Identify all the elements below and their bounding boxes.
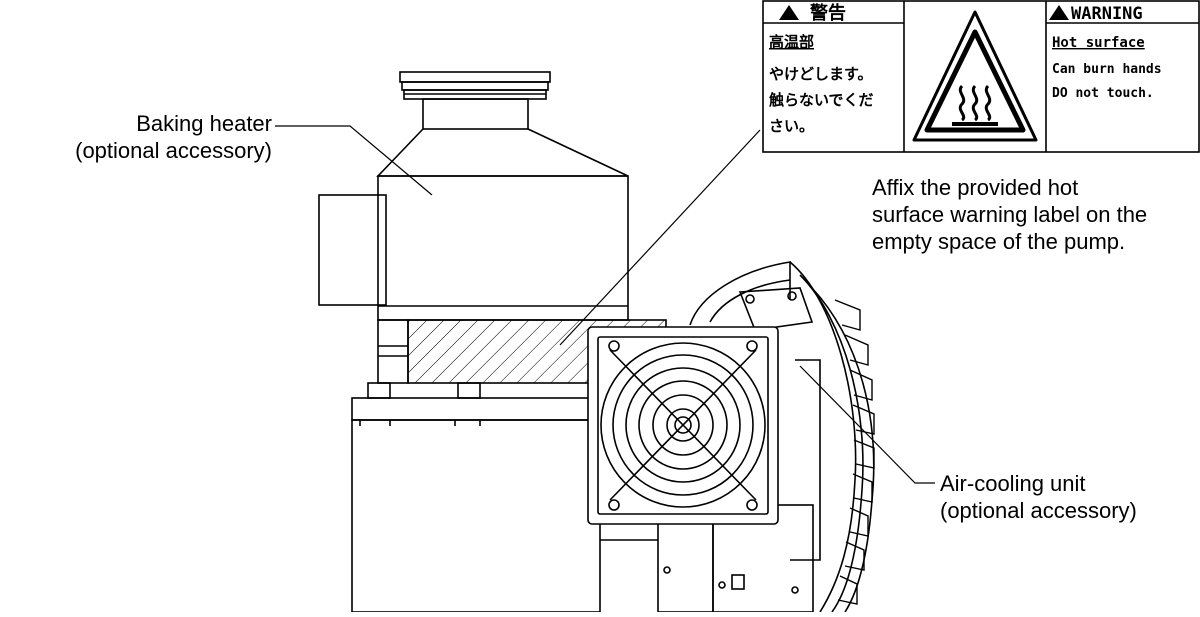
affix-note-line-2: surface warning label on the <box>872 202 1148 227</box>
en-warning-line-2: DO not touch. <box>1052 86 1154 101</box>
warning-triangle-icon <box>1049 5 1069 20</box>
air-cooling-label: Air-cooling unit <box>940 471 1086 496</box>
en-hot-surface-title: Hot surface <box>1052 35 1145 51</box>
hot-surface-icon <box>912 10 1038 142</box>
baking-heater-sublabel: (optional accessory) <box>75 138 272 163</box>
en-warning-line-1: Can burn hands <box>1052 62 1162 77</box>
baking-heater-label: Baking heater <box>136 111 272 136</box>
baking-heater-callout: Baking heater (optional accessory) <box>0 110 272 164</box>
cooling-fins <box>834 299 875 605</box>
fan-unit <box>587 326 779 525</box>
hot-surface-warning-label: 警告 高温部 やけどします。 触らないでくだ さい。 WARNING Hot s… <box>762 0 1200 153</box>
jp-warning-line-1: やけどします。 <box>769 65 873 83</box>
jp-warning-line-2: 触らないでくだ <box>769 91 874 109</box>
affix-label-note: Affix the provided hot surface warning l… <box>872 174 1147 255</box>
jp-warning-header: 警告 <box>810 2 846 24</box>
affix-note-line-1: Affix the provided hot <box>872 175 1079 200</box>
jp-hot-surface-title: 高温部 <box>769 33 814 51</box>
jp-warning-line-3: さい。 <box>769 117 814 135</box>
air-cooling-sublabel: (optional accessory) <box>940 498 1137 523</box>
warning-triangle-icon <box>779 5 799 20</box>
air-cooling-callout: Air-cooling unit (optional accessory) <box>940 470 1137 524</box>
affix-note-line-3: empty space of the pump. <box>872 229 1126 254</box>
en-warning-header: WARNING <box>1071 4 1143 24</box>
leader-lines <box>275 125 935 484</box>
